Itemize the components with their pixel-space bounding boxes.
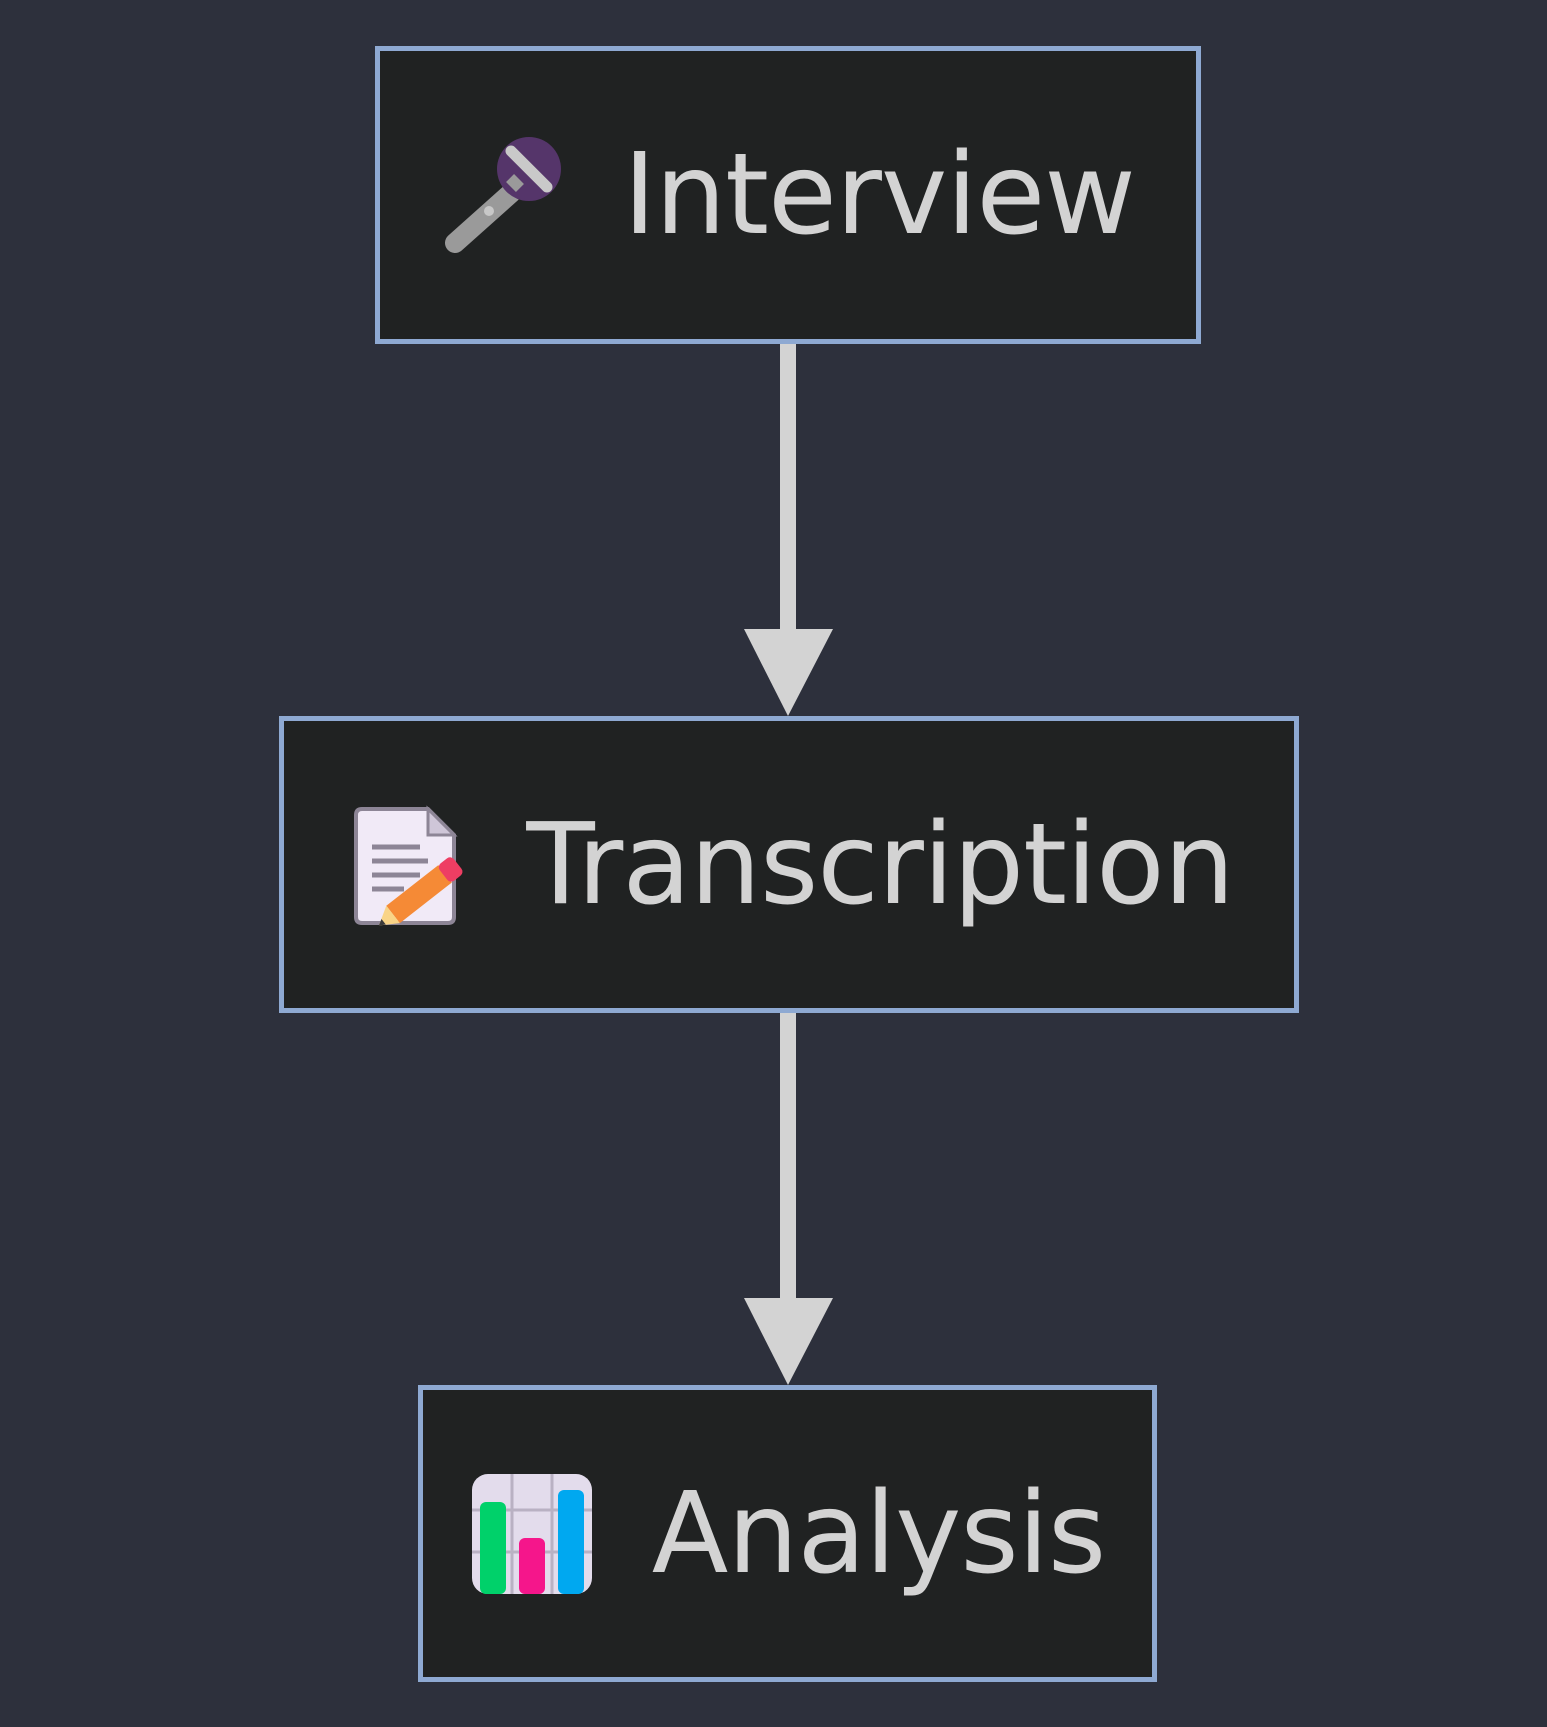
- arrowhead-analysis: [744, 1298, 833, 1385]
- microphone-icon: [445, 137, 562, 253]
- memo-pencil-icon: [354, 804, 463, 925]
- node-label: Interview: [623, 130, 1136, 260]
- node-transcription[interactable]: Transcription: [279, 716, 1299, 1013]
- node-analysis[interactable]: Analysis: [418, 1385, 1157, 1682]
- node-interview[interactable]: Interview: [375, 46, 1201, 344]
- bar-chart-icon: [471, 1473, 592, 1594]
- arrowhead-transcription: [744, 629, 833, 716]
- node-label: Transcription: [526, 799, 1234, 930]
- node-label: Analysis: [651, 1468, 1106, 1599]
